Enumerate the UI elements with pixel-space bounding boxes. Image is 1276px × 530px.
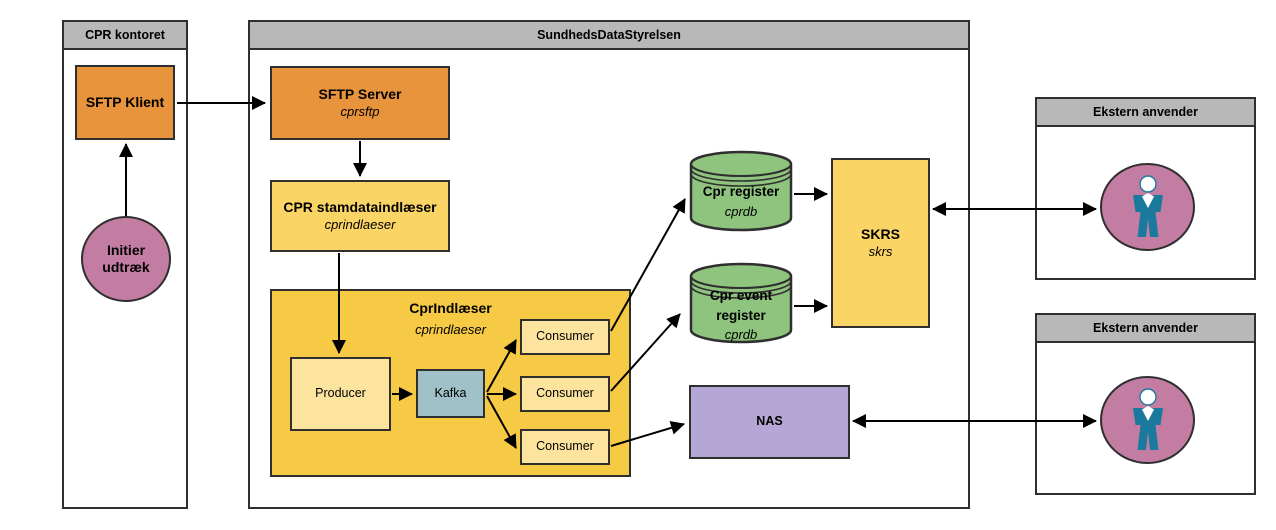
node-nas-label: NAS: [756, 414, 783, 429]
container-cpr-kontoret-header: CPR kontoret: [64, 22, 186, 50]
container-ekstern-anvender-2-title: Ekstern anvender: [1093, 321, 1198, 335]
node-cpr-stamdataindlaeser-sublabel: cprindlaeser: [324, 216, 396, 232]
node-kafka-label: Kafka: [434, 385, 467, 400]
container-sundhedsdatastyrelsen-title: SundhedsDataStyrelsen: [537, 28, 681, 42]
node-sftp-klient: SFTP Klient: [75, 65, 175, 140]
container-sundhedsdatastyrelsen-header: SundhedsDataStyrelsen: [250, 22, 968, 50]
container-ekstern-anvender-1-title: Ekstern anvender: [1093, 105, 1198, 119]
container-cpr-kontoret-title: CPR kontoret: [85, 28, 165, 42]
node-sftp-server-label: SFTP Server: [318, 86, 402, 103]
container-ekstern-anvender-2-header: Ekstern anvender: [1037, 315, 1254, 343]
node-producer: Producer: [290, 357, 391, 431]
node-nas: NAS: [689, 385, 850, 459]
node-sftp-server-sublabel: cprsftp: [340, 103, 380, 119]
container-ekstern-anvender-1-header: Ekstern anvender: [1037, 99, 1254, 127]
node-skrs-label: SKRS: [861, 226, 900, 243]
node-cpr-register: Cpr register cprdb: [689, 150, 793, 232]
database-cylinder-icon: [689, 150, 793, 232]
group-cprindlaeser-sublabel: cprindlaeser: [415, 321, 486, 337]
external-user-2: [1100, 376, 1195, 464]
group-cprindlaeser-label: CprIndlæser: [409, 300, 492, 316]
node-cpr-register-sublabel: cprdb: [724, 203, 758, 219]
node-initier-udtraek: Initier udtræk: [81, 216, 171, 302]
group-cprindlaeser-title: CprIndlæser cprindlaeser: [272, 299, 629, 341]
node-skrs: SKRS skrs: [831, 158, 930, 328]
node-consumer-2: Consumer: [520, 376, 610, 412]
node-consumer-3-label: Consumer: [536, 439, 594, 454]
node-initier-udtraek-label: Initier udtræk: [102, 241, 150, 276]
node-sftp-klient-label: SFTP Klient: [85, 93, 165, 110]
node-cpr-event-register-label: Cpr event register: [709, 288, 773, 323]
node-consumer-2-label: Consumer: [536, 386, 594, 401]
node-consumer-1: Consumer: [520, 319, 610, 355]
database-cylinder-icon: [689, 262, 793, 344]
node-consumer-1-label: Consumer: [536, 329, 594, 344]
node-cpr-event-register-sublabel: cprdb: [724, 327, 758, 343]
node-sftp-server: SFTP Server cprsftp: [270, 66, 450, 140]
node-kafka: Kafka: [416, 369, 485, 418]
node-cpr-stamdataindlaeser: CPR stamdataindlæser cprindlaeser: [270, 180, 450, 252]
node-cpr-register-label: Cpr register: [702, 184, 780, 199]
node-producer-label: Producer: [315, 386, 366, 401]
node-cpr-event-register: Cpr event register cprdb: [689, 262, 793, 344]
node-cpr-stamdataindlaeser-label: CPR stamdataindlæser: [283, 199, 437, 216]
person-icon: [1132, 388, 1163, 450]
node-consumer-3: Consumer: [520, 429, 610, 465]
person-icon: [1132, 175, 1163, 237]
external-user-1: [1100, 163, 1195, 251]
node-skrs-sublabel: skrs: [868, 243, 893, 259]
